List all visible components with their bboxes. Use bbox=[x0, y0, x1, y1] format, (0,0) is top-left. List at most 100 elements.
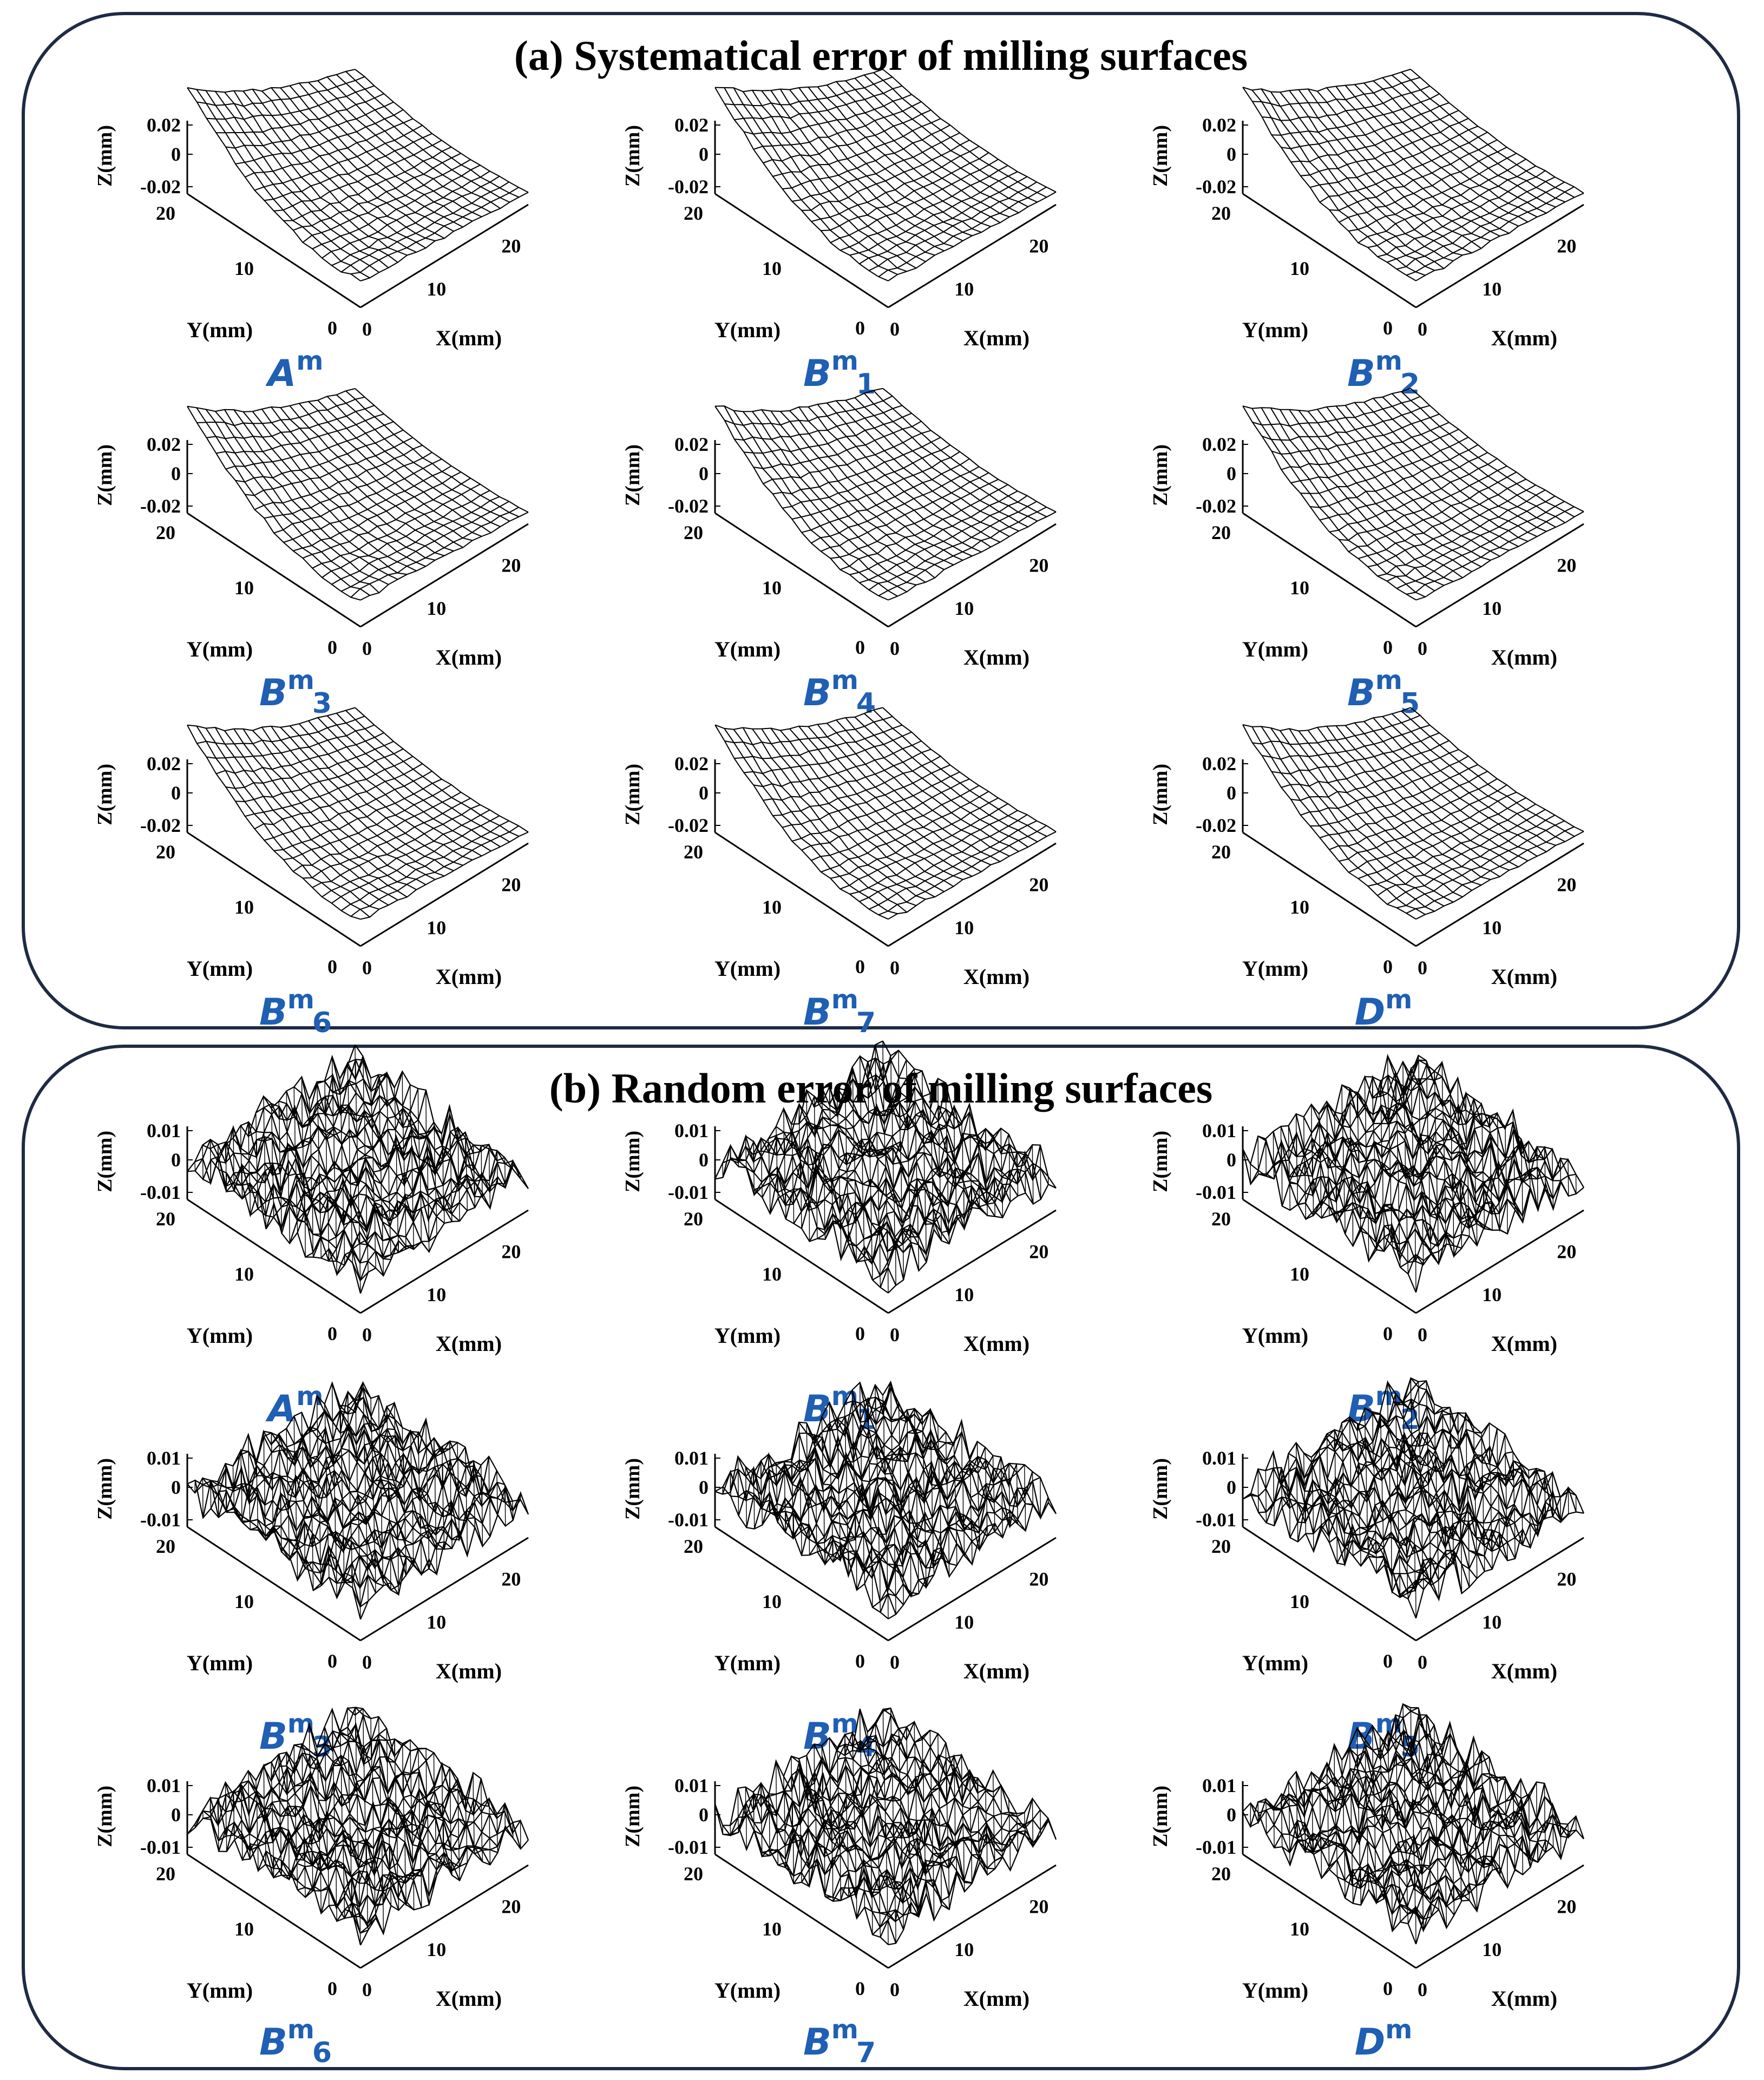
surface-mesh bbox=[714, 69, 1057, 281]
mesh-line bbox=[873, 390, 1047, 517]
z-tick-label: -0.01 bbox=[140, 1182, 181, 1203]
surface-mesh bbox=[187, 388, 529, 601]
y-tick-label: 20 bbox=[684, 1536, 703, 1557]
x-tick-label: 0 bbox=[362, 318, 372, 340]
mesh-line bbox=[789, 89, 963, 241]
y-tick-label: 0 bbox=[327, 317, 337, 339]
mesh-line bbox=[261, 726, 436, 880]
x-axis-label: X(mm) bbox=[1491, 326, 1557, 350]
y-tick-label: 0 bbox=[327, 956, 337, 977]
plot-caption: Bm7 bbox=[731, 2017, 948, 2067]
mesh-line bbox=[817, 86, 991, 227]
mesh-line bbox=[882, 1380, 1057, 1514]
mesh-line bbox=[359, 1491, 529, 1620]
y-tick-label: 0 bbox=[1383, 1323, 1393, 1344]
mesh-line bbox=[1373, 80, 1547, 214]
mesh-line bbox=[1379, 1401, 1554, 1526]
y-tick-label: 20 bbox=[684, 202, 703, 224]
z-axis-label: Z(mm) bbox=[94, 125, 116, 187]
x-axis-line bbox=[888, 204, 1057, 309]
y-tick-label: 0 bbox=[855, 1650, 865, 1672]
mesh-line bbox=[782, 124, 950, 189]
mesh-line bbox=[224, 730, 398, 901]
y-tick-label: 10 bbox=[762, 1263, 782, 1285]
z-axis-label: Z(mm) bbox=[94, 1131, 116, 1192]
plot-caption: Am bbox=[187, 1383, 404, 1428]
mesh-line bbox=[1289, 90, 1463, 256]
z-tick-label: 0.01 bbox=[674, 1447, 709, 1469]
mesh-line bbox=[317, 80, 491, 213]
z-tick-label: 0 bbox=[171, 1149, 181, 1171]
surface-mesh bbox=[187, 1044, 529, 1294]
x-tick-label: 10 bbox=[954, 1611, 974, 1633]
y-axis-label: Y(mm) bbox=[187, 1651, 253, 1675]
y-tick-label: 20 bbox=[156, 1208, 175, 1230]
x-axis-line bbox=[888, 842, 1057, 947]
z-tick-label: -0.01 bbox=[668, 1182, 709, 1203]
x-axis-line bbox=[360, 1537, 529, 1642]
mesh-line bbox=[808, 406, 982, 553]
surface-mesh bbox=[187, 707, 529, 920]
mesh-line bbox=[264, 133, 432, 201]
y-tick-label: 0 bbox=[855, 317, 865, 339]
mesh-line bbox=[1363, 402, 1538, 537]
x-axis-line bbox=[360, 1209, 529, 1314]
y-axis-label: Y(mm) bbox=[187, 1323, 253, 1348]
mesh-line bbox=[1373, 398, 1547, 532]
mesh-line bbox=[854, 717, 1028, 848]
mesh-line bbox=[817, 724, 991, 865]
mesh-line bbox=[205, 727, 379, 910]
x-axis-line bbox=[360, 842, 529, 947]
mesh-line bbox=[308, 720, 482, 857]
mesh-line bbox=[826, 402, 1001, 543]
mesh-line bbox=[1270, 727, 1445, 907]
x-tick-label: 20 bbox=[1557, 235, 1576, 257]
mesh-line bbox=[1317, 90, 1491, 241]
mesh-line bbox=[882, 1382, 1049, 1518]
mesh-line bbox=[254, 763, 423, 830]
mesh-line bbox=[355, 1045, 521, 1179]
mesh-line bbox=[752, 729, 926, 900]
y-tick-label: 10 bbox=[1290, 896, 1309, 918]
surface-mesh bbox=[714, 1707, 1057, 1945]
mesh-line bbox=[714, 405, 889, 601]
mesh-line bbox=[1335, 405, 1510, 551]
x-tick-label: 20 bbox=[1557, 1895, 1576, 1917]
mesh-line bbox=[233, 409, 408, 575]
mesh-line bbox=[224, 409, 398, 580]
mesh-line bbox=[355, 707, 529, 833]
y-tick-label: 10 bbox=[762, 1918, 782, 1940]
mesh-line bbox=[264, 451, 432, 519]
caption-symbol: B bbox=[259, 672, 287, 714]
y-tick-label: 20 bbox=[684, 522, 703, 543]
x-tick-label: 0 bbox=[1418, 1979, 1427, 2000]
y-tick-label: 10 bbox=[234, 1918, 254, 1940]
x-tick-label: 20 bbox=[1557, 1241, 1576, 1262]
z-axis-label: Z(mm) bbox=[1149, 1131, 1172, 1192]
caption-symbol: D bbox=[1354, 991, 1386, 1034]
caption-symbol: B bbox=[1347, 352, 1375, 395]
mesh-line bbox=[1270, 408, 1445, 586]
y-tick-label: 20 bbox=[1211, 202, 1231, 224]
y-tick-label: 10 bbox=[1290, 1591, 1309, 1612]
x-axis-line bbox=[360, 523, 529, 628]
x-tick-label: 10 bbox=[1482, 1284, 1501, 1305]
y-tick-label: 0 bbox=[855, 1978, 865, 1999]
z-tick-label: -0.01 bbox=[1196, 1836, 1236, 1858]
caption-subscript: 6 bbox=[312, 1007, 332, 1039]
caption-subscript: 2 bbox=[1400, 368, 1420, 401]
x-tick-label: 10 bbox=[427, 1611, 446, 1633]
mesh-line bbox=[187, 1817, 362, 1946]
mesh-line bbox=[714, 724, 889, 920]
mesh-line bbox=[1316, 727, 1491, 880]
mesh-line bbox=[1382, 396, 1556, 528]
caption-superscript: m bbox=[831, 985, 858, 1015]
mesh-line bbox=[218, 1152, 391, 1261]
mesh-line bbox=[714, 87, 889, 281]
